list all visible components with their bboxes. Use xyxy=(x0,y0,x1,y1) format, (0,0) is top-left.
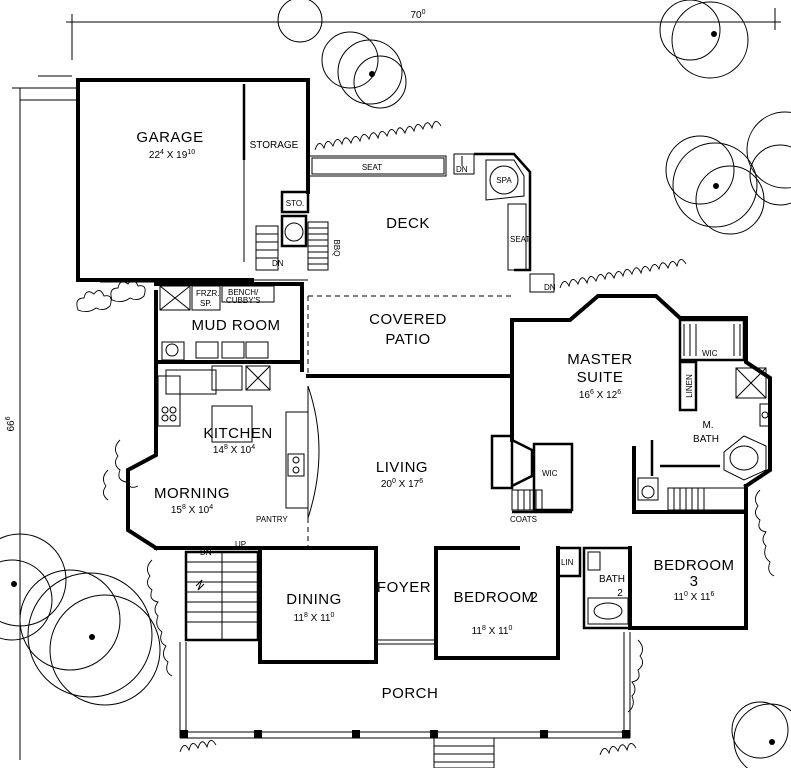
deck-seat-label: SEAT xyxy=(510,235,530,244)
landscape-shrubs xyxy=(76,121,775,756)
staircase: DN UP xyxy=(154,540,260,642)
deck: SEAT DN SPA SEAT DN DECK xyxy=(308,152,556,297)
room-size: 110 X 116 xyxy=(674,591,715,603)
suite-line2: SUITE xyxy=(577,369,624,386)
deck-stair-label: DN xyxy=(544,283,556,292)
spa-label: SPA xyxy=(496,176,512,185)
room-name: MUD ROOM xyxy=(192,317,281,334)
master-suite: MASTER SUITE 166 X 126 WIC COATS WIC LIN… xyxy=(510,294,772,524)
svg-text:666: 666 xyxy=(5,416,17,431)
room-name: PORCH xyxy=(382,685,439,702)
tree-icon xyxy=(665,135,765,235)
room-name: FOYER xyxy=(377,579,431,596)
room-size: 224 X 1910 xyxy=(149,149,195,161)
room-name: MORNING xyxy=(154,485,230,502)
bedroom-2: BEDROOM 2 118 X 110 xyxy=(434,546,560,660)
garage: GARAGE 224 X 1910 STORAGE xyxy=(76,78,310,283)
tree-icon xyxy=(731,701,791,768)
shrub-icon xyxy=(179,740,637,756)
room-size: 118 X 110 xyxy=(294,612,335,624)
coats-label: COATS xyxy=(510,515,537,524)
bath2-line2: 2 xyxy=(617,588,623,599)
bath-2: BATH 2 LIN xyxy=(556,546,632,630)
shrub-icon xyxy=(559,259,687,289)
pantry-label: PANTRY xyxy=(256,515,288,524)
mud-room: FRZR. SP. BENCH/ CUBBY'S MUD ROOM xyxy=(154,282,304,372)
dimension-width: 700 xyxy=(410,9,425,21)
bed3-line1: BEDROOM xyxy=(653,557,734,574)
shrub-icon xyxy=(147,559,173,677)
shrub-icon xyxy=(314,121,442,151)
svg-text:700: 700 xyxy=(410,9,425,21)
room-name: DECK xyxy=(386,215,430,232)
storage-label: STORAGE xyxy=(250,140,299,151)
room-size: 118 X 110 xyxy=(472,625,513,637)
bed2-line2: 2 xyxy=(530,589,539,606)
room-size: 158 X 104 xyxy=(171,504,213,516)
tree-icon xyxy=(746,111,791,206)
dimension-lines xyxy=(12,8,781,760)
kitchen-morning: KITCHEN 148 X 104 MORNING 158 X 104 PANT… xyxy=(126,360,514,551)
deck-stair-label: DN xyxy=(456,165,468,174)
stair-down-label: DN xyxy=(272,259,284,268)
cubby-label: CUBBY'S xyxy=(226,296,260,305)
shrub-icon xyxy=(755,489,775,577)
shrub-icon xyxy=(627,639,643,713)
tree-icon xyxy=(277,0,323,43)
bbq-label: BBQ xyxy=(332,240,341,257)
dining: DINING 118 X 110 xyxy=(256,518,378,664)
patio-line1: COVERED xyxy=(369,311,447,328)
mbath-line1: M. xyxy=(702,420,713,431)
room-size: 200 X 176 xyxy=(381,478,423,490)
room-name: DINING xyxy=(286,591,342,608)
lin-label: LIN xyxy=(561,558,574,567)
stair-up-label: UP xyxy=(235,540,246,549)
room-name: LIVING xyxy=(376,459,428,476)
room-size: 148 X 104 xyxy=(213,444,255,456)
sp-label: SP. xyxy=(200,299,212,308)
shrub-icon xyxy=(76,280,146,313)
living: LIVING 200 X 176 xyxy=(376,434,534,490)
master-wic-label: WIC xyxy=(702,349,718,358)
suite-line1: MASTER xyxy=(567,351,633,368)
mbath-line2: BATH xyxy=(693,434,719,445)
room-name: GARAGE xyxy=(136,129,203,146)
patio-line2: PATIO xyxy=(385,331,430,348)
bench-label: BENCH/ xyxy=(228,288,259,297)
foyer: FOYER xyxy=(376,579,436,645)
coats-closet: COATS xyxy=(510,489,543,524)
tree-icon xyxy=(659,0,749,79)
storage-closet: STO. BBQ DN xyxy=(255,190,341,271)
linen-label: LINEN xyxy=(685,374,694,398)
wic-label: WIC xyxy=(542,469,558,478)
room-size: 166 X 126 xyxy=(579,389,621,401)
bed2-line1: BEDROOM xyxy=(453,589,534,606)
bath2-line1: BATH xyxy=(599,574,625,585)
porch: PORCH xyxy=(179,632,631,768)
bedroom-3: BEDROOM 3 110 X 116 xyxy=(628,484,748,630)
tree-icon xyxy=(321,31,407,109)
shrub-icon xyxy=(103,439,139,501)
tree-icon xyxy=(19,569,161,706)
stair-down-label: DN xyxy=(200,548,212,557)
dimension-depth: 666 xyxy=(5,416,17,431)
room-name: KITCHEN xyxy=(203,425,272,442)
frzr-label: FRZR. xyxy=(196,289,220,298)
svg-text:STO.: STO. xyxy=(286,199,305,208)
seat-label: SEAT xyxy=(362,163,382,172)
bed3-line2: 3 xyxy=(690,573,699,590)
covered-patio: COVERED PATIO xyxy=(307,296,447,376)
